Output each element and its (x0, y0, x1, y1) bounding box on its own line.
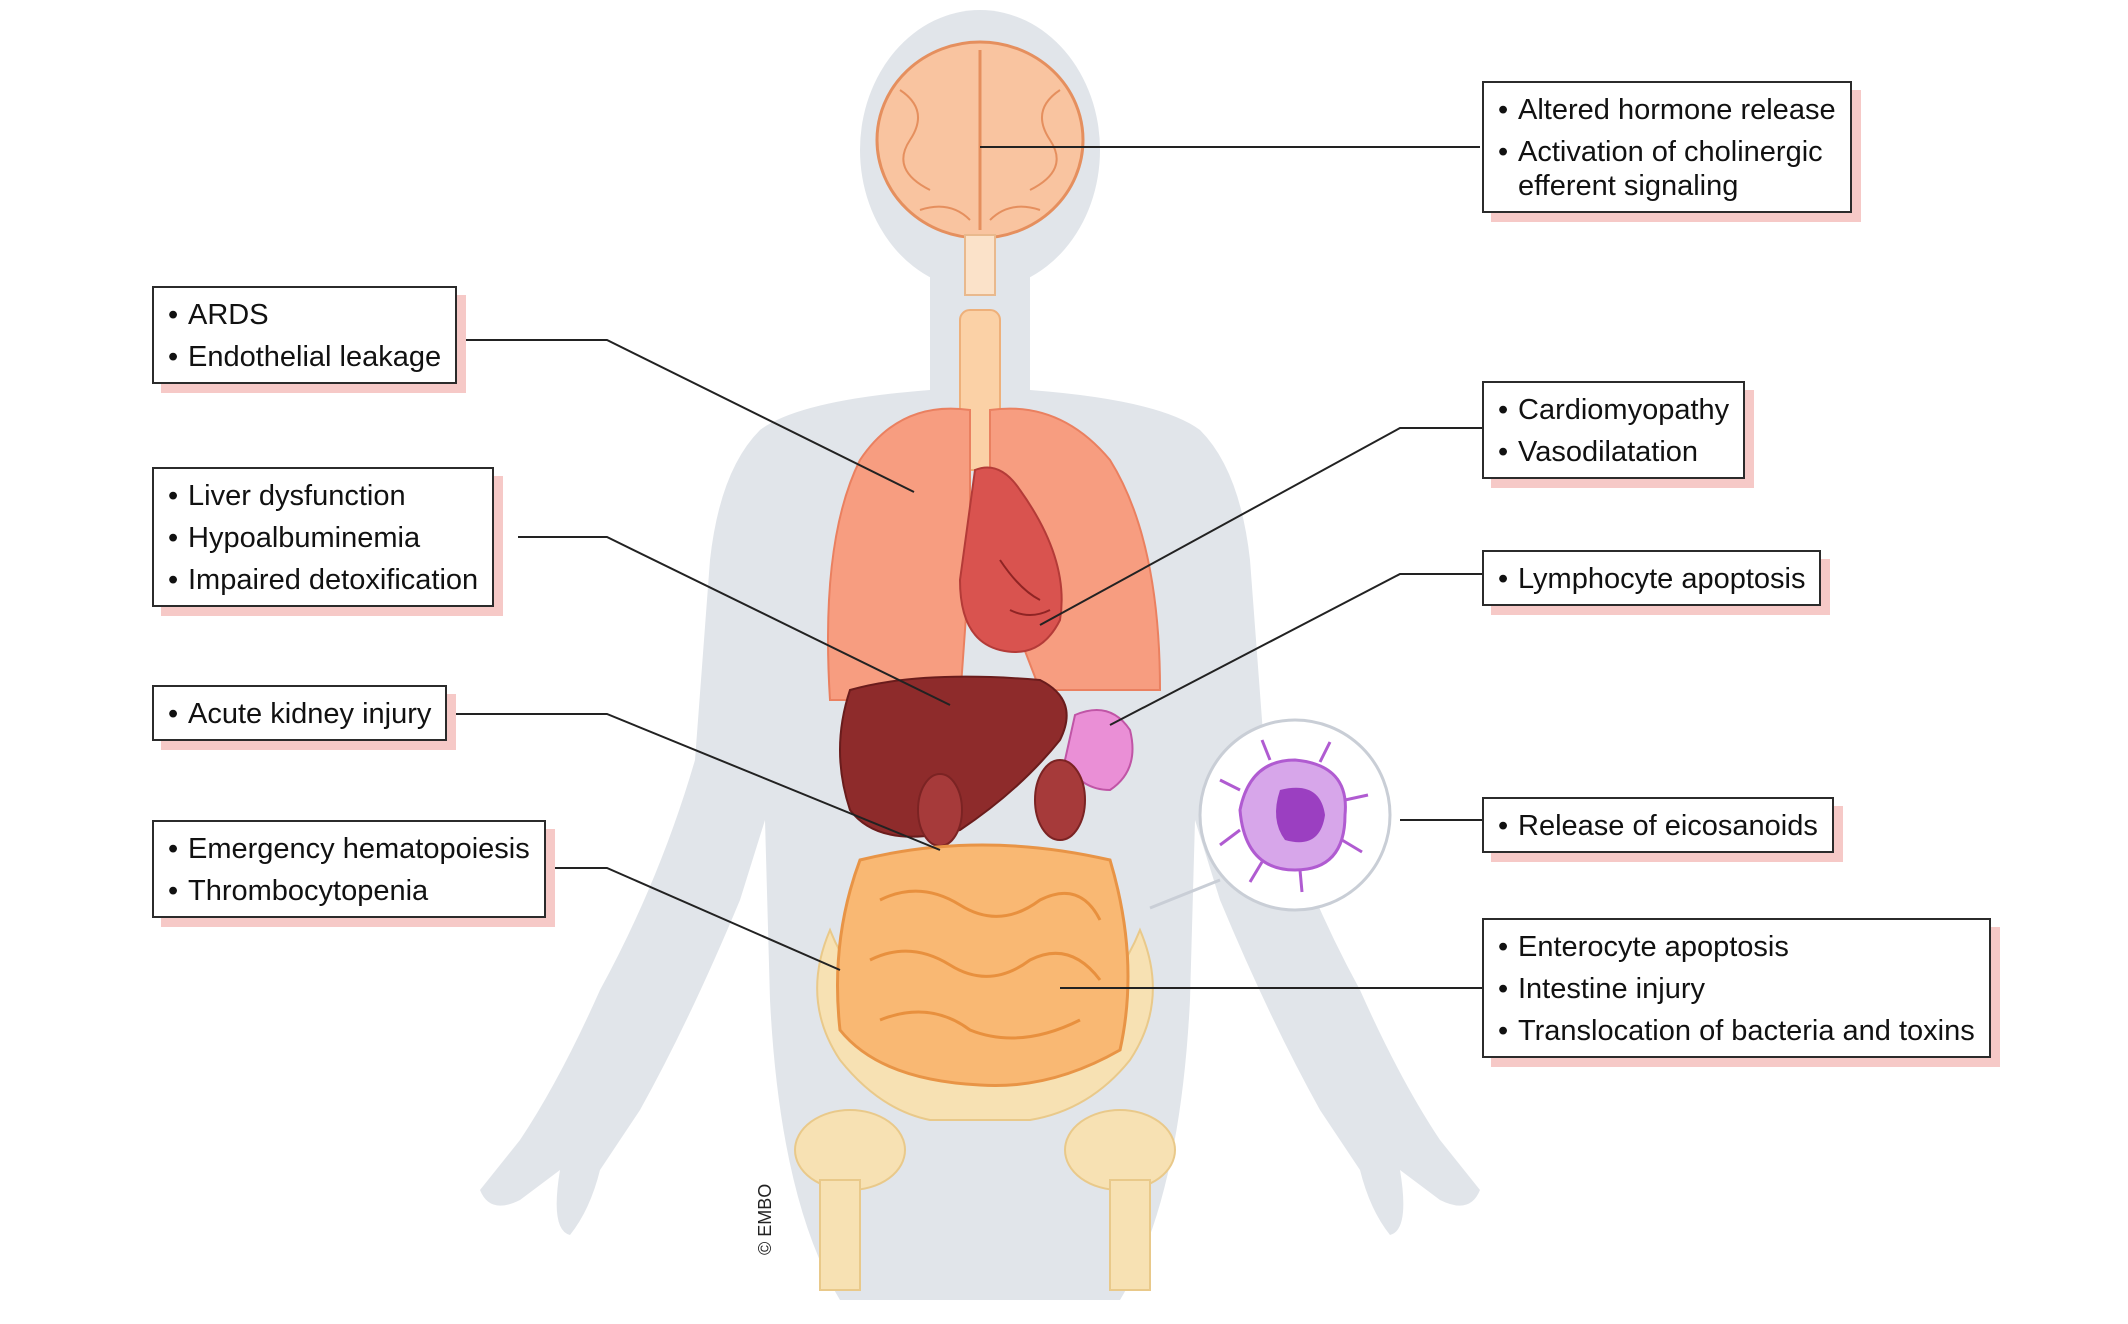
liver-effect-3: Impaired detoxification (168, 563, 478, 597)
immune-cell-magnifier (1149, 718, 1392, 912)
spleen-effects-box: Lymphocyte apoptosis (1482, 550, 1822, 606)
brain-effect-2: Activation of cholinergic efferent signa… (1498, 135, 1836, 203)
heart-effects-box: Cardiomyopathy Vasodilatation (1482, 381, 1746, 479)
leader-lines (452, 146, 1482, 989)
cell-effect-1: Release of eicosanoids (1498, 809, 1818, 843)
intestine-effect-3: Translocation of bacteria and toxins (1498, 1014, 1975, 1048)
liver-effect-2: Hypoalbuminemia (168, 521, 478, 555)
intestines (836, 843, 1130, 1088)
intestine-effect-2: Intestine injury (1498, 972, 1975, 1006)
liver-effect-1: Liver dysfunction (168, 479, 478, 513)
heart-effect-2: Vasodilatation (1498, 435, 1729, 469)
lung-effect-2: Endothelial leakage (168, 340, 441, 374)
copyright-text: © EMBO (755, 1183, 775, 1255)
cell-effects-box: Release of eicosanoids (1482, 797, 1834, 853)
kidney-effects-box: Acute kidney injury (152, 685, 448, 741)
brain-effect-1: Altered hormone release (1498, 93, 1836, 127)
lung-effects-box: ARDS Endothelial leakage (152, 286, 458, 384)
lung-effect-1: ARDS (168, 298, 441, 332)
bone-marrow-effect-2: Thrombocytopenia (168, 874, 530, 908)
kidneys (917, 759, 1086, 847)
intestine-effects-box: Enterocyte apoptosis Intestine injury Tr… (1482, 918, 1991, 1058)
bone-marrow-effect-1: Emergency hematopoiesis (168, 832, 530, 866)
heart-effect-1: Cardiomyopathy (1498, 393, 1729, 427)
liver (839, 675, 1068, 838)
bone-marrow-effects-box: Emergency hematopoiesis Thrombocytopenia (152, 820, 546, 918)
spleen-effect-1: Lymphocyte apoptosis (1498, 562, 1805, 596)
intestine-effect-1: Enterocyte apoptosis (1498, 930, 1975, 964)
heart (958, 466, 1063, 653)
liver-effects-box: Liver dysfunction Hypoalbuminemia Impair… (152, 467, 495, 607)
kidney-effect-1: Acute kidney injury (168, 697, 431, 731)
brain (875, 40, 1085, 296)
brain-effects-box: Altered hormone release Activation of ch… (1482, 81, 1852, 213)
